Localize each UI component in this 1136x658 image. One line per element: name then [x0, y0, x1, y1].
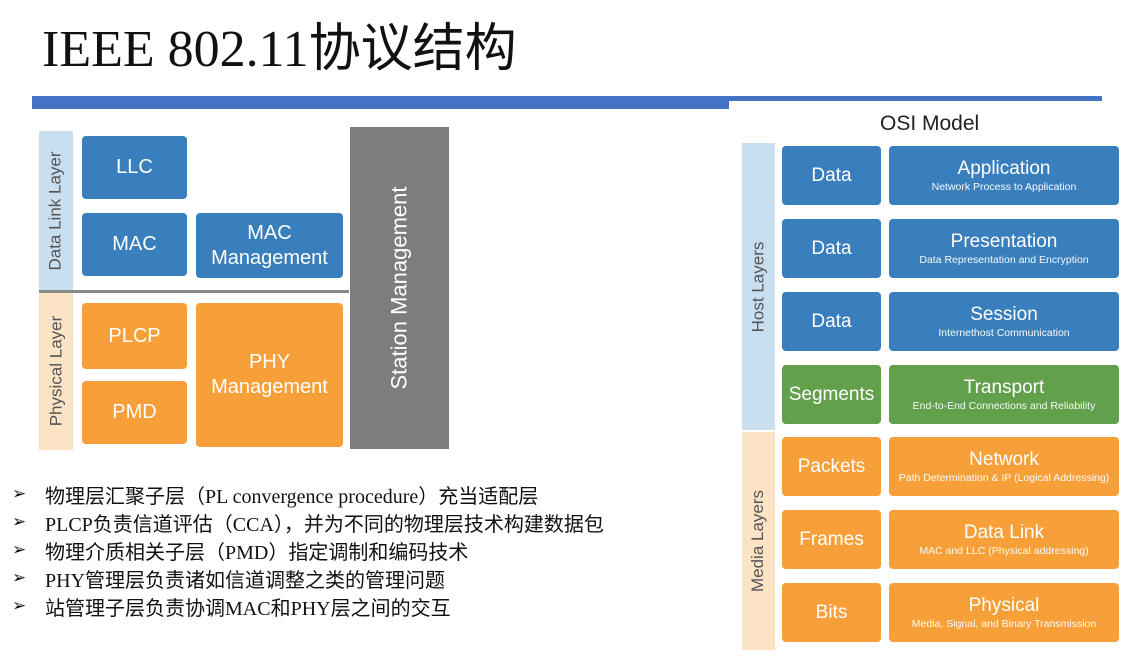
bullet-text: 站管理子层负责协调MAC和PHY层之间的交互	[45, 597, 451, 620]
physical-layer-band: Physical Layer	[39, 292, 73, 450]
title-rule	[32, 96, 729, 109]
arrow-bullet-icon: ➢	[12, 512, 27, 531]
bullet-text: PLCP负责信道评估（CCA），并为不同的物理层技术构建数据包	[45, 513, 604, 536]
osi-layer-desc: Internethost Communication	[938, 326, 1070, 339]
osi-layer-data-link: Data Link MAC and LLC (Physical addressi…	[889, 510, 1119, 569]
bullet-item: ➢ 站管理子层负责协调MAC和PHY层之间的交互	[12, 592, 732, 620]
osi-layer-network: Network Path Determination & IP (Logical…	[889, 437, 1119, 496]
data-link-layer-band: Data Link Layer	[39, 131, 73, 290]
llc-box: LLC	[82, 136, 187, 199]
osi-layer-presentation: Presentation Data Representation and Enc…	[889, 219, 1119, 278]
osi-unit-data-link: Frames	[782, 510, 881, 569]
host-layers-label: Host Layers	[748, 241, 768, 332]
bullet-text: 物理介质相关子层（PMD）指定调制和编码技术	[45, 541, 469, 564]
bullet-item: ➢ PHY管理层负责诸如信道调整之类的管理问题	[12, 564, 732, 592]
osi-unit-presentation: Data	[782, 219, 881, 278]
arrow-bullet-icon: ➢	[12, 484, 27, 503]
page-title: IEEE 802.11协议结构	[42, 21, 517, 78]
arrow-bullet-icon: ➢	[12, 540, 27, 559]
station-management-label: Station Management	[386, 186, 412, 390]
osi-layer-name: Network	[969, 448, 1039, 470]
pmd-box: PMD	[82, 381, 187, 444]
osi-layer-name: Physical	[968, 594, 1040, 616]
osi-layer-desc: Network Process to Application	[931, 180, 1077, 193]
plcp-box: PLCP	[82, 303, 187, 369]
physical-layer-label: Physical Layer	[46, 315, 65, 427]
osi-layer-name: Application	[957, 157, 1051, 179]
station-management-box: Station Management	[350, 127, 449, 449]
layer-divider	[39, 290, 349, 293]
bullet-item: ➢ 物理介质相关子层（PMD）指定调制和编码技术	[12, 536, 732, 564]
osi-layer-session: Session Internethost Communication	[889, 292, 1119, 351]
bullet-item: ➢ 物理层汇聚子层（PL convergence procedure）充当适配层	[12, 480, 732, 508]
osi-layer-name: Data Link	[963, 521, 1045, 543]
osi-layer-desc: Path Determination & IP (Logical Address…	[898, 471, 1110, 484]
mac-management-box: MAC Management	[196, 213, 343, 278]
arrow-bullet-icon: ➢	[12, 568, 27, 587]
osi-layer-application: Application Network Process to Applicati…	[889, 146, 1119, 205]
osi-layer-physical: Physical Media, Signal, and Binary Trans…	[889, 583, 1119, 642]
mac-box: MAC	[82, 213, 187, 276]
media-layers-label: Media Layers	[748, 489, 768, 593]
host-layers-band: Host Layers	[742, 143, 775, 430]
osi-layer-desc: Media, Signal, and Binary Transmission	[911, 617, 1097, 630]
osi-layer-name: Presentation	[950, 230, 1058, 252]
osi-unit-network: Packets	[782, 437, 881, 496]
osi-unit-session: Data	[782, 292, 881, 351]
osi-model-title: OSI Model	[880, 112, 980, 135]
osi-layer-name: Session	[970, 303, 1038, 325]
title-rule-thin	[729, 96, 1102, 101]
bullet-text: PHY管理层负责诸如信道调整之类的管理问题	[45, 569, 446, 592]
bullet-text: 物理层汇聚子层（PL convergence procedure）充当适配层	[45, 485, 539, 508]
bullet-list: ➢物理层汇聚子层（PL convergence procedure）充当适配层 …	[12, 480, 732, 620]
osi-layer-desc: End-to-End Connections and Reliability	[912, 399, 1096, 412]
osi-layer-transport: Transport End-to-End Connections and Rel…	[889, 365, 1119, 424]
osi-layer-desc: Data Representation and Encryption	[919, 253, 1089, 266]
media-layers-band: Media Layers	[742, 432, 775, 650]
osi-unit-application: Data	[782, 146, 881, 205]
osi-unit-physical: Bits	[782, 583, 881, 642]
bullet-item: ➢ PLCP负责信道评估（CCA），并为不同的物理层技术构建数据包	[12, 508, 732, 536]
data-link-layer-label: Data Link Layer	[46, 150, 66, 271]
arrow-bullet-icon: ➢	[12, 596, 27, 615]
osi-layer-name: Transport	[963, 376, 1045, 398]
osi-layer-desc: MAC and LLC (Physical addressing)	[919, 544, 1089, 557]
phy-management-box: PHY Management	[196, 303, 343, 447]
osi-unit-transport: Segments	[782, 365, 881, 424]
